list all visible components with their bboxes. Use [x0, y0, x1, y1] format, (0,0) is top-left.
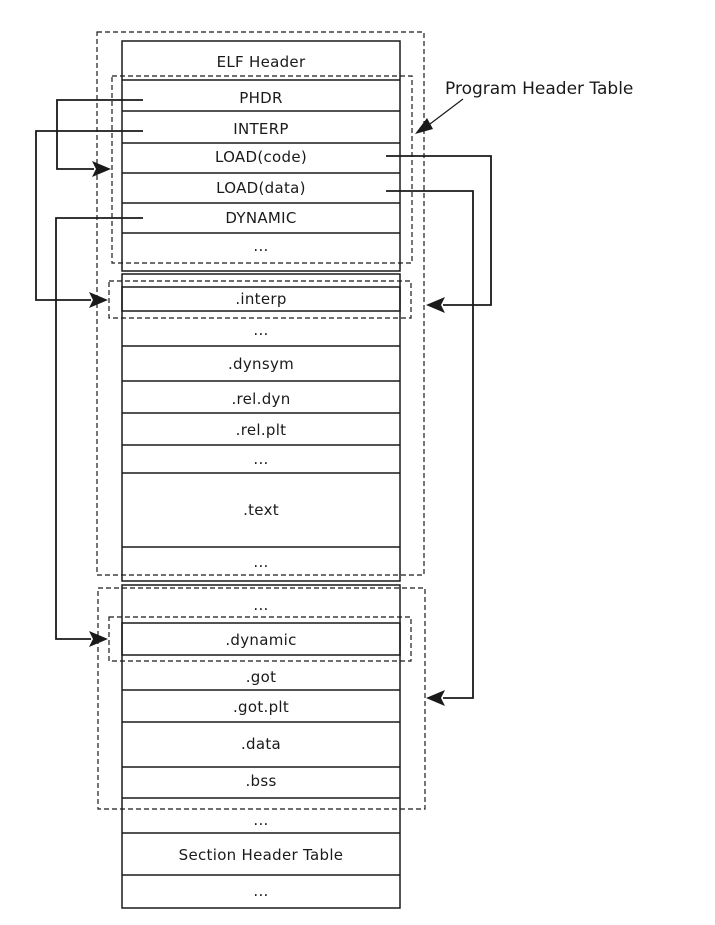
label-program-header-table: Program Header Table	[445, 79, 634, 99]
sections-block-2-box	[121, 584, 401, 909]
interp-section-box	[121, 286, 401, 312]
arrow-annotation-to-pht-arrowhead	[415, 118, 433, 134]
arrow-annotation-to-pht	[425, 98, 464, 128]
row-ellipsis: ...	[253, 811, 269, 829]
row-section-header-table: Section Header Table	[178, 846, 344, 864]
section-got: .got	[245, 668, 277, 686]
arrow-dynamic-to-dynamic-section	[55, 217, 143, 640]
dynamic-section-box	[121, 622, 401, 656]
row-dynamic-hdr: DYNAMIC	[225, 209, 297, 227]
section-dynamic: .dynamic	[225, 631, 297, 649]
row-load-data: LOAD(data)	[216, 179, 306, 197]
section-data: .data	[240, 735, 282, 753]
data-segment-dashed-box	[97, 587, 426, 810]
row-ellipsis: ...	[253, 882, 269, 900]
program-header-table-dashed-box	[111, 75, 413, 264]
section-got-plt: .got.plt	[232, 698, 290, 716]
arrow-phdr-to-pht	[56, 99, 143, 170]
row-ellipsis: ...	[253, 237, 269, 255]
row-load-code: LOAD(code)	[214, 148, 308, 166]
arrow-load-data-to-data-segment-arrowhead	[426, 690, 445, 706]
row-interp-hdr: INTERP	[233, 120, 289, 138]
section-rel-dyn: .rel.dyn	[231, 390, 291, 408]
section-bss: .bss	[245, 772, 277, 790]
section-text: .text	[243, 501, 279, 519]
section-rel-plt: .rel.plt	[235, 421, 287, 439]
row-ellipsis: ...	[253, 596, 269, 614]
interp-section-dashed-box	[108, 280, 412, 319]
row-ellipsis: ...	[253, 321, 269, 339]
arrow-interp-to-interp-section-arrowhead	[89, 292, 108, 308]
row-phdr: PHDR	[239, 89, 283, 107]
arrow-phdr-to-pht-arrowhead	[92, 161, 111, 177]
arrow-load-code-to-code-segment-arrowhead	[426, 297, 445, 313]
arrow-interp-to-interp-section	[35, 130, 143, 301]
arrow-load-code-to-code-segment	[386, 155, 492, 306]
row-ellipsis: ...	[253, 553, 269, 571]
section-interp: .interp	[235, 290, 287, 308]
arrow-load-data-to-data-segment	[386, 190, 474, 699]
row-ellipsis: ...	[253, 450, 269, 468]
dynamic-section-dashed-box	[108, 616, 412, 662]
sections-block-1-box	[121, 273, 401, 582]
row-elf-header: ELF Header	[216, 53, 306, 71]
section-dynsym: .dynsym	[227, 355, 295, 373]
arrow-dynamic-to-dynamic-section-arrowhead	[89, 631, 108, 647]
